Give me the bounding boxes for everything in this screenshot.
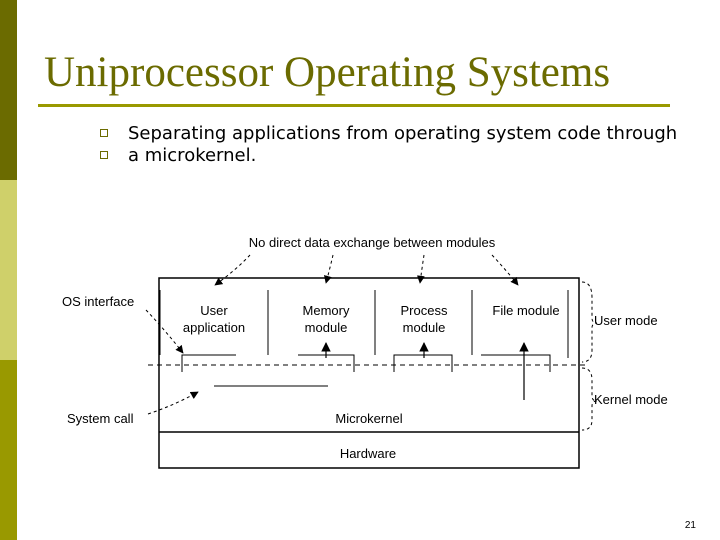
bullet-square-icon xyxy=(100,151,108,159)
sidebar-band-middle xyxy=(0,180,17,360)
no-exchange-label: No direct data exchange between modules xyxy=(249,235,496,250)
sidebar-band-top xyxy=(0,0,17,180)
module-interface xyxy=(181,354,236,372)
module-label-line1: User xyxy=(200,303,228,318)
no-exchange-arrow xyxy=(416,254,425,284)
os-interface-label: OS interface xyxy=(62,294,134,309)
title-underline xyxy=(38,104,670,107)
slide-title: Uniprocessor Operating Systems xyxy=(44,49,611,96)
bullet-text: a microkernel. xyxy=(128,145,257,166)
system-outline xyxy=(158,277,580,469)
bullet-item: Separating applications from operating s… xyxy=(100,123,700,145)
bullet-item: a microkernel. xyxy=(100,145,700,167)
no-exchange-arrow xyxy=(214,254,251,286)
module-label-line1: Process xyxy=(401,303,448,318)
module-label-line2: application xyxy=(183,320,245,335)
user-mode-bracket xyxy=(581,281,598,363)
os-interface-arrow xyxy=(145,309,184,354)
module-label-line1: Memory xyxy=(303,303,350,318)
module-interface xyxy=(393,354,453,372)
user-mode-label: User mode xyxy=(594,313,658,328)
hardware-label: Hardware xyxy=(340,446,396,461)
module-label-line2: module xyxy=(403,320,446,335)
module-interface xyxy=(298,354,355,372)
module-label-line1: File module xyxy=(492,303,559,318)
bullet-square-icon xyxy=(100,129,108,137)
bullet-list: Separating applications from operating s… xyxy=(100,123,700,167)
module-interface xyxy=(481,354,551,372)
module-label-line2: module xyxy=(305,320,348,335)
no-exchange-arrow xyxy=(491,254,519,286)
kernel-mode-label: Kernel mode xyxy=(594,392,668,407)
sidebar-band-bottom xyxy=(0,360,17,540)
system-call-label: System call xyxy=(67,411,134,426)
system-call-arrow xyxy=(147,391,199,415)
page-number: 21 xyxy=(684,520,696,531)
microkernel-label: Microkernel xyxy=(335,411,402,426)
kernel-mode-bracket xyxy=(581,367,598,431)
no-exchange-arrow xyxy=(323,254,334,284)
bullet-text: Separating applications from operating s… xyxy=(128,123,678,144)
